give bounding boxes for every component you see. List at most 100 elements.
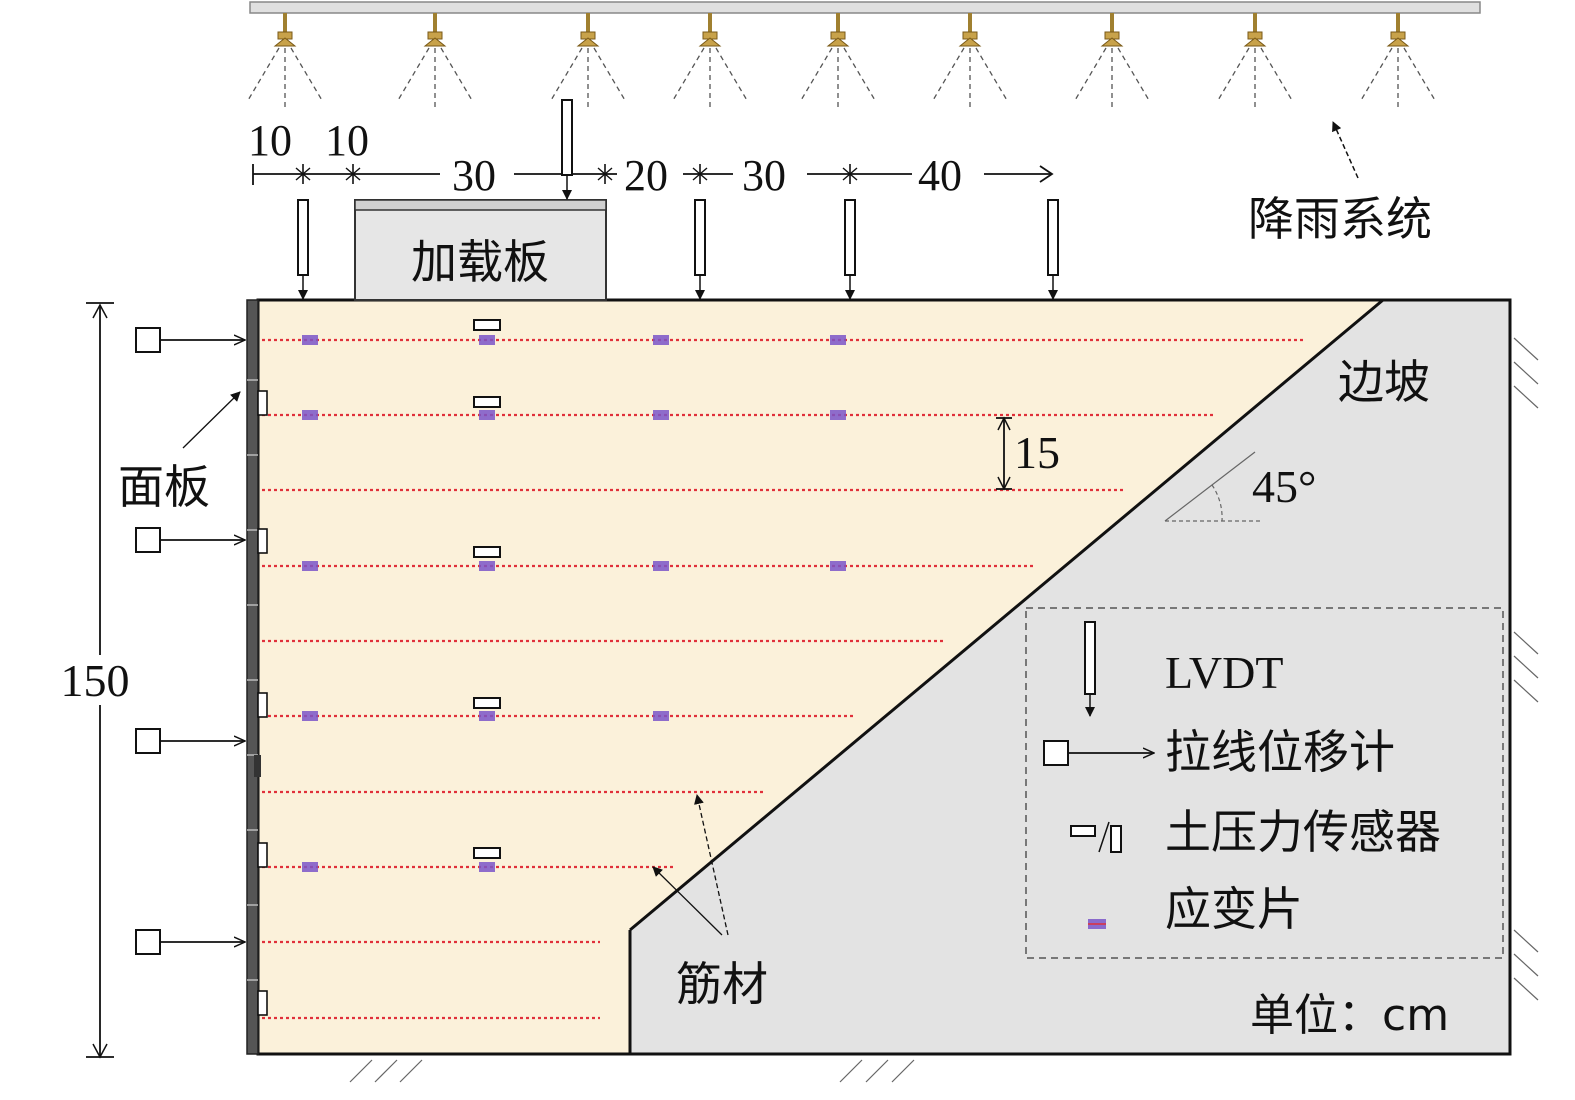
wall-hatch-mark (1513, 655, 1539, 679)
draw-wire-sensor-icon (135, 527, 245, 553)
height-dim-down-arrow (92, 1043, 108, 1059)
wall-hatch-mark (1513, 929, 1539, 953)
dimension-ticks (295, 164, 858, 184)
strain-gauge-icon (302, 410, 318, 420)
facing-panel-callout: 面板 (118, 391, 241, 514)
strain-gauge-icon (479, 862, 495, 872)
ground-hatch-mark (349, 1059, 373, 1083)
strain-gauge-icon (653, 561, 669, 571)
rain-pipe (249, 1, 1481, 14)
facing-panel-bar (246, 299, 259, 1055)
sprinkler-nozzle-icon (931, 13, 1009, 108)
wall-hatch-mark (1513, 953, 1539, 977)
legend-lvdt-label: LVDT (1165, 647, 1283, 698)
strain-gauge-icon (830, 561, 846, 571)
angle-arc (1211, 484, 1223, 522)
layer-spacing-label: 15 (1014, 427, 1060, 478)
slope-surface (629, 298, 1384, 932)
draw-wire-sensors (135, 327, 245, 955)
strain-gauge-icon (653, 410, 669, 420)
earth-pressure-cell-icon (473, 697, 501, 709)
model-box (256, 298, 1539, 1083)
strain-gauge-icon (479, 711, 495, 721)
slope-label: 边坡 (1338, 355, 1430, 409)
loading-plate-box (354, 199, 607, 301)
dimension-tick (295, 164, 311, 184)
draw-wire-sensor-icon (135, 728, 245, 754)
loading-plate-label: 加载板 (411, 235, 549, 289)
sprinkler-nozzle-icon (799, 13, 877, 108)
earth-pressure-cell-icon (473, 319, 501, 331)
panel-connector (257, 528, 268, 554)
panel-connector (257, 390, 268, 416)
rain-system-callout: 降雨系统 (1248, 121, 1432, 246)
ground-hatch-mark (891, 1059, 915, 1083)
legend-draw-wire-icon (1043, 740, 1154, 766)
ground-hatch-mark (865, 1059, 889, 1083)
sprinkler-nozzle-icon (1359, 13, 1437, 108)
loading-plate: 加载板 (354, 199, 607, 301)
facing-panel (246, 299, 268, 1055)
strain-gauge-icon (302, 862, 318, 872)
slope-body (630, 300, 1510, 1054)
ground-hatch-mark (374, 1059, 398, 1083)
slope-angle-annotation: 45° (1164, 451, 1316, 522)
dim-label-2: 10 (325, 116, 369, 165)
legend-draw-wire-label: 拉线位移计 (1165, 725, 1395, 779)
strain-gauge-icon (653, 335, 669, 345)
legend-lvdt-icon (1084, 621, 1096, 717)
legend-pressure-cell-icon (1070, 821, 1122, 853)
legend-strain-label: 应变片 (1165, 882, 1303, 936)
wall-hatch-mark (1513, 337, 1539, 361)
draw-wire-sensor-icon (135, 929, 245, 955)
angle-ray (1164, 451, 1256, 522)
height-dim-up-arrow (92, 303, 108, 319)
earth-pressure-cells (473, 319, 501, 859)
strain-gauge-icon (302, 335, 318, 345)
strain-gauge-icon (653, 711, 669, 721)
strain-gauge-icon (302, 711, 318, 721)
earth-pressure-cell-icon (473, 847, 501, 859)
strain-gauges (302, 335, 846, 872)
reinforcement-label: 筋材 (676, 957, 768, 1011)
height-dim-label: 150 (61, 655, 130, 706)
facing-panel-label: 面板 (118, 460, 210, 514)
legend-pressure-label: 土压力传感器 (1165, 805, 1441, 859)
ground-hatching (349, 337, 1539, 1083)
sprinkler-nozzle-icon (396, 13, 474, 108)
lvdt-sensors (297, 99, 1059, 300)
dim-label-4: 20 (624, 151, 668, 200)
strain-gauge-icon (479, 410, 495, 420)
dimension-tick (842, 164, 858, 184)
strain-gauge-icon (479, 561, 495, 571)
wall-hatch-mark (1513, 977, 1539, 1001)
reinf-callout-arrow-lower (652, 866, 723, 936)
top-dimension-line: 10 10 30 20 30 40 (248, 116, 1054, 200)
unit-label: 单位：cm (1250, 990, 1449, 1041)
panel-connector (254, 755, 261, 777)
dimension-tick (692, 164, 708, 184)
lvdt-icon (844, 199, 856, 300)
dimension-tick (597, 164, 613, 184)
strain-gauge-icon (830, 335, 846, 345)
sprinkler-nozzle-icon (246, 13, 324, 108)
slope-angle-label: 45° (1252, 461, 1316, 512)
dim-label-1: 10 (248, 116, 292, 165)
dimension-tick (345, 164, 361, 184)
wall-hatch-mark (1513, 385, 1539, 409)
layer-spacing-up-arrow (997, 416, 1011, 431)
strain-gauge-icon (479, 335, 495, 345)
lvdt-icon (297, 199, 309, 300)
earth-pressure-cell-icon (473, 546, 501, 558)
panel-connector (257, 692, 268, 718)
dim-label-3: 30 (452, 151, 496, 200)
legend-box (1025, 607, 1504, 959)
strain-gauge-icon (302, 561, 318, 571)
ground-hatch-mark (839, 1059, 863, 1083)
panel-connector (257, 990, 268, 1016)
sprinkler-nozzle-icon (1216, 13, 1294, 108)
panel-connectors (247, 379, 268, 1016)
wall-hatch-mark (1513, 679, 1539, 703)
sprinkler-nozzle-icon (549, 13, 627, 108)
